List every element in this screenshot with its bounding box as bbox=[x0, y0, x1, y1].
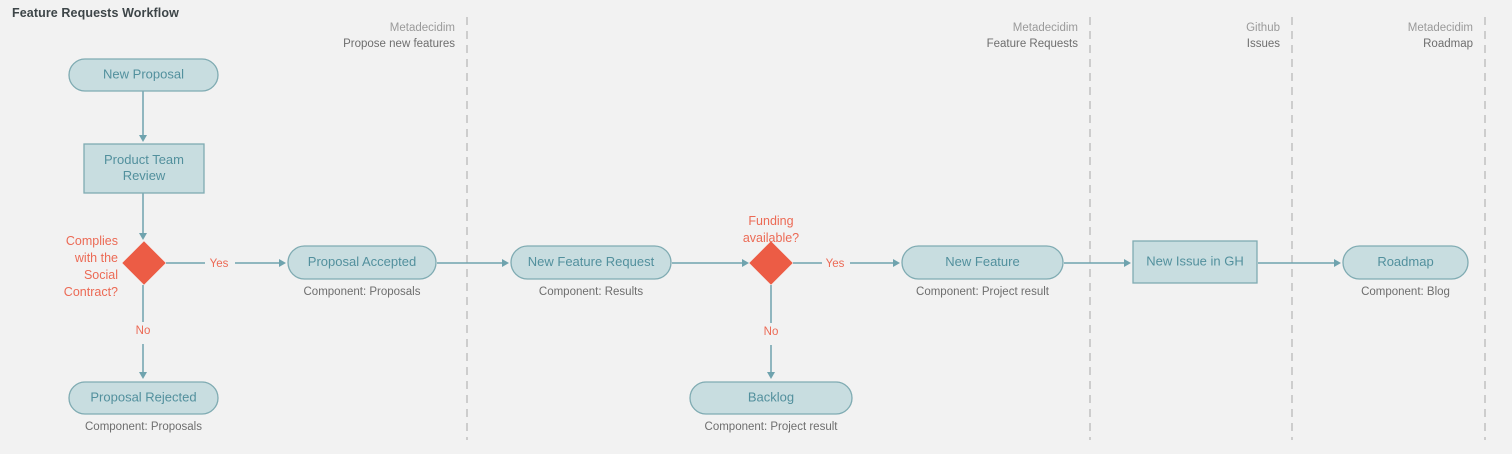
node-caption: Component: Proposals bbox=[85, 421, 202, 433]
lane-title-line2: Propose new features bbox=[343, 38, 455, 50]
node-caption: Component: Results bbox=[539, 286, 643, 298]
node-new-issue-in-gh[interactable]: New Issue in GH bbox=[1132, 240, 1258, 284]
node-new-proposal[interactable]: New Proposal bbox=[68, 58, 219, 92]
edge-e-review-to-decision1 bbox=[139, 193, 147, 240]
edge-label: No bbox=[764, 326, 779, 338]
node-label: Proposal Accepted bbox=[308, 254, 416, 269]
node-caption: Component: Project result bbox=[916, 286, 1050, 298]
lane-title-line1: Metadecidim bbox=[1408, 22, 1473, 34]
edge-e-decision1-yes: Yes bbox=[166, 258, 286, 270]
lane-title-line2: Feature Requests bbox=[987, 38, 1079, 50]
node-shape-roadmap[interactable] bbox=[1342, 245, 1469, 280]
node-shape-new-issue-in-gh[interactable] bbox=[1132, 240, 1258, 284]
decision-question-line: Complies bbox=[66, 234, 118, 248]
edge-arrowhead bbox=[1124, 259, 1131, 267]
node-shape-proposal-accepted[interactable] bbox=[287, 245, 437, 280]
node-shape-proposal-rejected[interactable] bbox=[68, 381, 219, 415]
edge-e-decision1-no: No bbox=[136, 285, 151, 379]
decision-question-line: available? bbox=[743, 231, 799, 245]
decision-funding-available[interactable]: Funding available? bbox=[743, 214, 799, 285]
edge-e-issue-to-roadmap bbox=[1258, 259, 1341, 267]
decision-question-line: Contract? bbox=[64, 285, 118, 299]
lane-title-line1: Metadecidim bbox=[1013, 22, 1078, 34]
page-title: Feature Requests Workflow bbox=[12, 6, 179, 20]
edge-label: Yes bbox=[826, 258, 845, 270]
edge-e-new-proposal-to-review bbox=[139, 91, 147, 142]
edge-arrowhead bbox=[139, 135, 147, 142]
edge-arrowhead bbox=[893, 259, 900, 267]
edge-e-decision2-no: No bbox=[764, 285, 779, 379]
edge-label: No bbox=[136, 325, 151, 337]
node-label: New Proposal bbox=[103, 66, 184, 81]
edge-arrowhead bbox=[1334, 259, 1341, 267]
node-shape-new-proposal[interactable] bbox=[68, 58, 219, 92]
node-label: Proposal Rejected bbox=[90, 389, 196, 404]
decision-question-line: Social bbox=[84, 268, 118, 282]
node-label: Roadmap bbox=[1377, 254, 1433, 269]
node-label: New Issue in GH bbox=[1146, 253, 1244, 268]
node-shape-product-team-review[interactable] bbox=[83, 143, 205, 194]
edge-e-request-to-decision2 bbox=[672, 259, 749, 267]
node-shape-new-feature[interactable] bbox=[901, 245, 1064, 280]
lane-title-line1: Github bbox=[1246, 22, 1280, 34]
edge-e-feature-to-issue bbox=[1064, 259, 1131, 267]
node-caption: Component: Blog bbox=[1361, 286, 1450, 298]
decision-diamond-complies-social-contract[interactable] bbox=[122, 241, 166, 285]
node-label: New Feature bbox=[945, 254, 1019, 269]
node-label: Product Team bbox=[104, 152, 184, 167]
node-caption: Component: Proposals bbox=[304, 286, 421, 298]
edge-arrowhead bbox=[767, 372, 775, 379]
lane-title-line2: Issues bbox=[1247, 38, 1280, 50]
node-label: Backlog bbox=[748, 389, 794, 404]
node-shape-new-feature-request[interactable] bbox=[510, 245, 672, 280]
edge-arrowhead bbox=[139, 233, 147, 240]
edge-e-accepted-to-request bbox=[437, 259, 509, 267]
decision-question-line: with the bbox=[74, 251, 118, 265]
edge-arrowhead bbox=[139, 372, 147, 379]
lane-title-line1: Metadecidim bbox=[390, 22, 455, 34]
node-label: New Feature Request bbox=[528, 254, 655, 269]
edge-e-decision2-yes: Yes bbox=[793, 258, 900, 270]
edge-arrowhead bbox=[502, 259, 509, 267]
edge-label: Yes bbox=[210, 258, 229, 270]
decision-question-line: Funding bbox=[748, 214, 793, 228]
node-label: Review bbox=[123, 168, 166, 183]
edge-arrowhead bbox=[279, 259, 286, 267]
lane-title-line2: Roadmap bbox=[1423, 38, 1473, 50]
decision-diamond-funding-available[interactable] bbox=[749, 241, 793, 285]
edge-arrowhead bbox=[742, 259, 749, 267]
node-caption: Component: Project result bbox=[705, 421, 839, 433]
node-shape-backlog[interactable] bbox=[689, 381, 853, 415]
